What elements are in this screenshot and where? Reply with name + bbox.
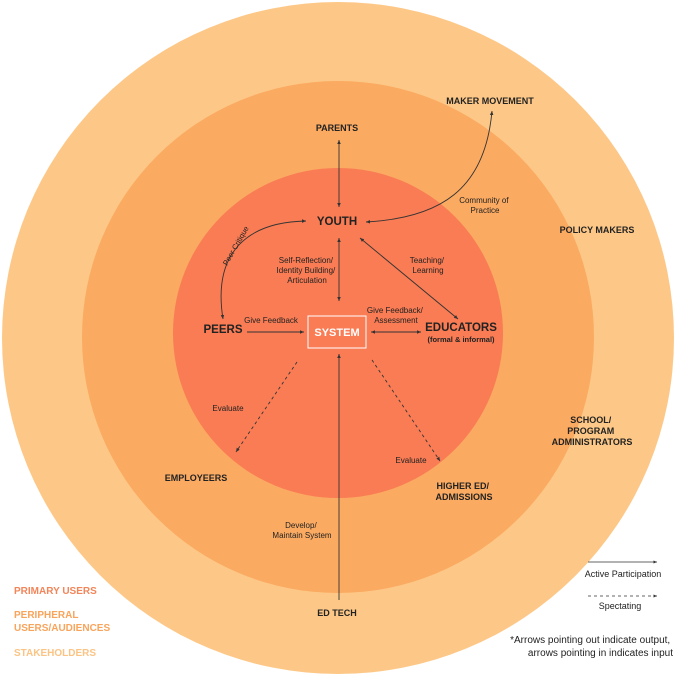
- arrow-maker-youth: [365, 110, 494, 224]
- legend-peripheral-users: PERIPHERAL USERS/AUDIENCES: [14, 610, 110, 634]
- node-higher-ed-line: HIGHER ED/: [436, 481, 489, 491]
- legend-spectating: Spectating: [599, 601, 642, 611]
- node-higher-ed-line: ADMISSIONS: [435, 492, 492, 502]
- legend-peripheral-line: PERIPHERAL: [14, 610, 78, 621]
- node-peers: PEERS: [204, 324, 243, 336]
- node-policy-makers: POLICY MAKERS: [560, 225, 635, 235]
- label-develop-line: Maintain System: [272, 531, 331, 540]
- node-parents: PARENTS: [316, 123, 358, 133]
- arrow-youth-educators: [359, 237, 459, 320]
- label-teaching-line: Learning: [412, 266, 443, 275]
- footnote-line: arrows pointing in indicates input: [528, 648, 673, 659]
- node-school-admin: SCHOOL/ PROGRAM ADMINISTRATORS: [552, 415, 633, 447]
- label-community-line: Community of: [459, 196, 509, 205]
- label-give-feedback-assessment: Give Feedback/ Assessment: [367, 306, 425, 325]
- legend-active-participation: Active Participation: [585, 569, 662, 579]
- label-teaching: Teaching/ Learning: [410, 256, 446, 275]
- label-teaching-line: Teaching/: [410, 256, 445, 265]
- label-community-line: Practice: [471, 206, 500, 215]
- label-give-feedback-assessment-line: Give Feedback/: [367, 306, 424, 315]
- node-educators: EDUCATORS: [425, 322, 497, 334]
- legend-primary-users: PRIMARY USERS: [14, 586, 97, 597]
- legend-peripheral-line: USERS/AUDIENCES: [14, 623, 110, 634]
- label-develop-line: Develop/: [285, 521, 317, 530]
- node-school-admin-line: PROGRAM: [567, 426, 614, 436]
- node-youth: YOUTH: [317, 216, 357, 228]
- label-community: Community of Practice: [459, 196, 511, 215]
- node-employers: EMPLOYEERS: [165, 473, 228, 483]
- node-school-admin-line: ADMINISTRATORS: [552, 437, 633, 447]
- system-label: SYSTEM: [314, 327, 359, 339]
- arrow-peers-youth: [220, 219, 307, 320]
- label-self-reflection-line: Identity Building/: [277, 266, 336, 275]
- footnote-line: *Arrows pointing out indicate output,: [510, 635, 670, 646]
- dashed-arrow-employers: [235, 361, 298, 453]
- label-give-feedback: Give Feedback: [244, 316, 299, 325]
- footnote: *Arrows pointing out indicate output, ar…: [510, 635, 673, 659]
- node-school-admin-line: SCHOOL/: [570, 415, 612, 425]
- label-self-reflection: Self-Reflection/ Identity Building/ Arti…: [277, 256, 338, 285]
- legend-stakeholders: STAKEHOLDERS: [14, 648, 96, 659]
- node-educators-sub: (formal & informal): [427, 335, 495, 344]
- label-self-reflection-line: Self-Reflection/: [279, 256, 334, 265]
- label-give-feedback-assessment-line: Assessment: [374, 316, 418, 325]
- node-higher-ed: HIGHER ED/ ADMISSIONS: [435, 481, 492, 502]
- node-maker-movement: MAKER MOVEMENT: [446, 96, 534, 106]
- label-self-reflection-line: Articulation: [287, 276, 327, 285]
- node-ed-tech: ED TECH: [317, 608, 357, 618]
- label-develop: Develop/ Maintain System: [272, 521, 331, 540]
- dashed-arrow-higher-ed: [371, 359, 441, 462]
- label-evaluate-right: Evaluate: [395, 456, 427, 465]
- label-evaluate-left: Evaluate: [212, 404, 244, 413]
- system-box: [307, 315, 367, 349]
